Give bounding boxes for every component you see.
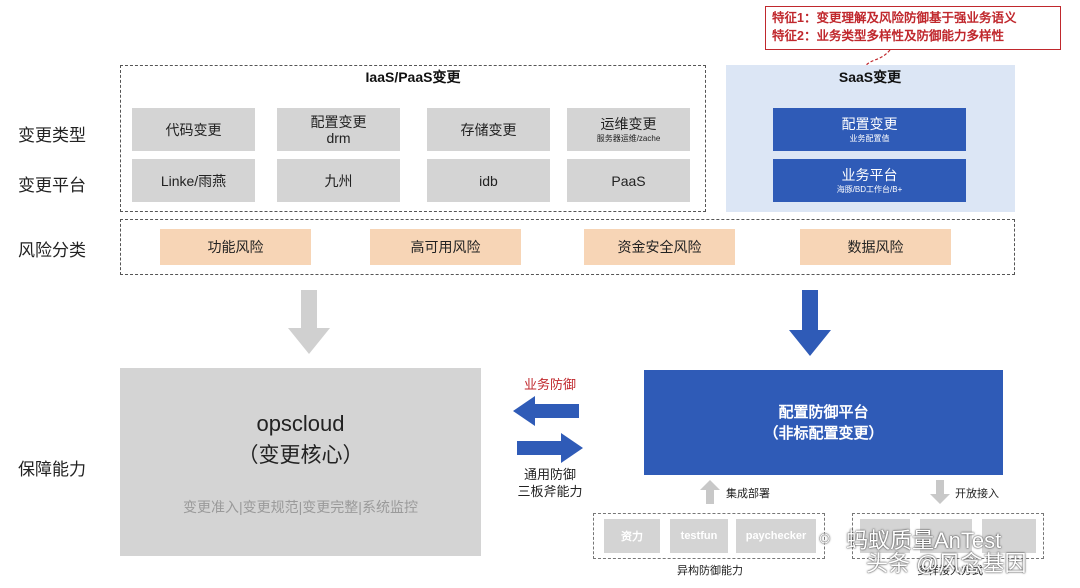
defense-item-zili: 资力: [604, 519, 660, 553]
feature-line-1: 特征1：变更理解及风险防御基于强业务语义: [772, 11, 1017, 25]
risk-fund-security: 资金安全风险: [584, 229, 735, 265]
type-code-change-label: 代码变更: [165, 121, 222, 138]
blue-down-arrow: [789, 290, 831, 356]
type-config-change-drm: 配置变更 drm: [277, 108, 400, 151]
platform-linke: Linke/雨燕: [132, 159, 255, 202]
platform-paas: PaaS: [567, 159, 690, 202]
left-blue-arrow: [513, 396, 579, 426]
saas-platform-business: 业务平台 海豚/BD工作台/B+: [773, 159, 966, 202]
saas-platform-sub: 海豚/BD工作台/B+: [836, 184, 903, 194]
defense-item-testfun: testfun: [670, 519, 728, 553]
label-risk-category: 风险分类: [18, 241, 86, 260]
feature-line-2: 特征2：业务类型多样性及防御能力多样性: [772, 29, 1004, 43]
label-guarantee: 保障能力: [18, 460, 86, 479]
risk-high-availability: 高可用风险: [370, 229, 521, 265]
saas-platform-label: 业务平台: [841, 166, 898, 183]
opscloud-subtitle: （变更核心）: [237, 444, 364, 467]
feature-callout: 特征1：变更理解及风险防御基于强业务语义 特征2：业务类型多样性及防御能力多样性: [765, 6, 1061, 50]
right-blue-arrow: [517, 433, 583, 463]
type-ops-change-label: 运维变更: [600, 115, 657, 132]
general-defense-label: 通用防御 三板斧能力: [517, 467, 583, 499]
type-storage-change: 存储变更: [427, 108, 550, 151]
iaas-paas-container: [120, 65, 706, 212]
risk-data: 数据风险: [800, 229, 951, 265]
config-platform-title: 配置防御平台: [778, 403, 869, 421]
config-platform-subtitle: （非标配置变更）: [763, 424, 884, 442]
integrate-deploy-label: 集成部署: [726, 488, 770, 500]
business-defense-label: 业务防御: [523, 376, 576, 392]
saas-title: SaaS变更: [838, 69, 902, 85]
down-gray-arrow: [930, 480, 950, 504]
access-item-3: [982, 519, 1036, 553]
open-access-label: 开放接入: [955, 488, 999, 500]
type-storage-change-label: 存储变更: [460, 121, 517, 138]
heterogeneous-defense-caption: 异构防御能力: [677, 565, 743, 577]
platform-idb: idb: [427, 159, 550, 202]
access-methods-container: [852, 513, 1044, 559]
heterogeneous-defense-container: [593, 513, 825, 559]
type-ops-change: 运维变更 服务器运维/zache: [567, 108, 690, 151]
footer-watermark: 头条 @风念基因: [866, 551, 1027, 576]
opscloud-title: opscloud: [256, 411, 345, 436]
access-item-2: [920, 519, 972, 553]
up-gray-arrow: [700, 480, 720, 504]
wechat-watermark-icon: ○: [818, 525, 832, 550]
saas-type-label: 配置变更: [841, 115, 898, 132]
label-change-platform: 变更平台: [18, 176, 86, 195]
defense-item-paychecker: paychecker: [736, 519, 816, 553]
label-change-type: 变更类型: [18, 126, 86, 145]
type-ops-change-sub: 服务器运维/zache: [596, 133, 661, 143]
access-methods-caption: 多样接入方式: [917, 565, 983, 577]
saas-type-config: 配置变更 业务配置值: [773, 108, 966, 151]
feature-connector: [863, 49, 891, 69]
type-config-change-label: 配置变更 drm: [310, 113, 367, 146]
access-item-1: [860, 519, 910, 553]
saas-type-sub: 业务配置值: [849, 133, 890, 143]
gray-down-arrow: [288, 290, 330, 354]
risk-functional: 功能风险: [160, 229, 311, 265]
opscloud-box: [120, 368, 481, 556]
opscloud-desc: 变更准入|变更规范|变更完整|系统监控: [183, 499, 418, 515]
platform-jiuzhou: 九州: [277, 159, 400, 202]
config-defense-platform: 配置防御平台 （非标配置变更）: [644, 370, 1003, 475]
iaas-paas-title: IaaS/PaaS变更: [365, 69, 461, 85]
brand-watermark: 蚂蚁质量AnTest: [846, 528, 1002, 553]
type-code-change: 代码变更: [132, 108, 255, 151]
risk-container: [120, 219, 1015, 275]
